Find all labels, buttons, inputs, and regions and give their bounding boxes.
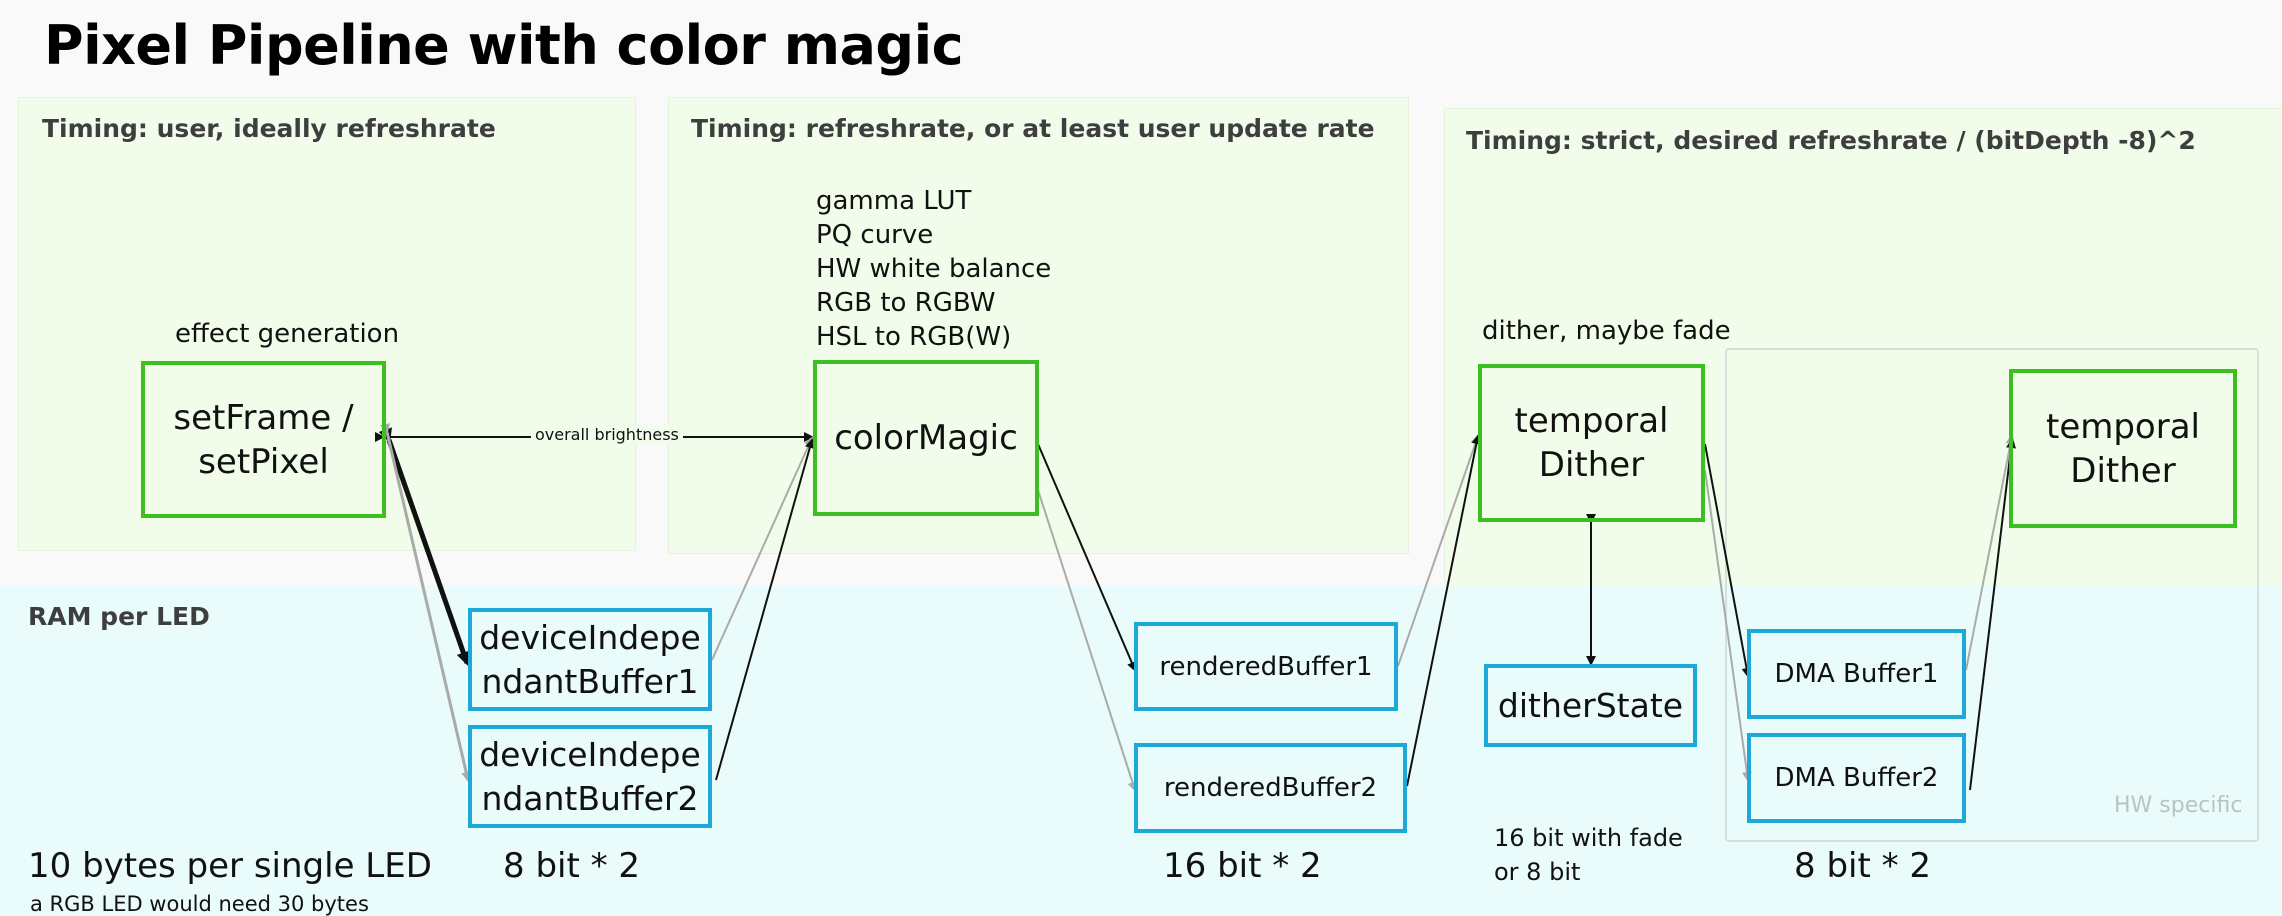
colormagic-rb2-arrow [1037,489,1138,792]
brightness-label: overall brightness [531,425,683,444]
rb2-temporal-arrow [1406,434,1482,787]
user-timing-label: Timing: user, ideally refreshrate [42,114,496,143]
temporal-dma2-arrow [1704,469,1752,782]
dma2-temporal2-arrow [1969,438,2017,791]
bytes-per-led-label: 10 bytes per single LED [28,846,432,886]
color-op-item: HW white balance [816,254,1052,284]
ram-label: RAM per LED [28,602,210,631]
color-op-item: gamma LUT [816,186,972,216]
colormagic-rb1-arrow [1037,443,1137,672]
dither-memory-label: 16 bit with fade or 8 bit [1494,824,1683,886]
dib1-colormagic-arrow [711,436,814,661]
setframe-dib2-arrow [380,423,472,782]
temporal-dither-hw-node: temporal Dither [2009,369,2237,528]
dma1-temporal2-arrow [1965,434,2016,671]
hw-specific-label: HW specific [2114,793,2243,818]
dither-note: dither, maybe fade [1482,316,1731,346]
setframe-dib1-arrow [378,427,470,666]
rgb-led-note: a RGB LED would need 30 bytes [30,892,369,916]
color-op-item: HSL to RGB(W) [816,322,1012,352]
rendered-memory-label: 16 bit * 2 [1163,846,1322,886]
color-op-item: RGB to RGBW [816,288,996,318]
page-title: Pixel Pipeline with color magic [44,14,964,77]
dma-memory-label: 8 bit * 2 [1794,846,1932,886]
rendered-buffer2: renderedBuffer2 [1134,743,1407,833]
color-op-item: PQ curve [816,220,934,250]
rendered-buffer1: renderedBuffer1 [1134,622,1398,711]
color-ops-list: gamma LUT PQ curve HW white balance RGB … [816,184,1051,354]
hw-specific-zone [1725,348,2259,842]
user-timing-zone [18,97,636,551]
colormagic-node: colorMagic [813,360,1039,516]
temporal-dma1-arrow [1704,443,1752,678]
device-independant-buffer2: deviceIndepe ndantBuffer2 [468,725,712,828]
dib-memory-label: 8 bit * 2 [503,846,641,886]
dma-buffer1: DMA Buffer1 [1747,629,1966,719]
dither-state-buffer: ditherState [1484,664,1697,747]
strict-timing-label: Timing: strict, desired refreshrate / (b… [1466,126,2196,155]
rb1-temporal-arrow [1397,434,1481,667]
refresh-timing-label: Timing: refreshrate, or at least user up… [691,114,1375,143]
temporal-dither-node: temporal Dither [1478,364,1705,522]
setframe-node: setFrame / setPixel [141,361,386,518]
dib2-colormagic-arrow [715,438,815,781]
dma-buffer2: DMA Buffer2 [1747,733,1966,823]
effect-generation-note: effect generation [175,319,400,349]
device-independant-buffer1: deviceIndepe ndantBuffer1 [468,608,712,711]
